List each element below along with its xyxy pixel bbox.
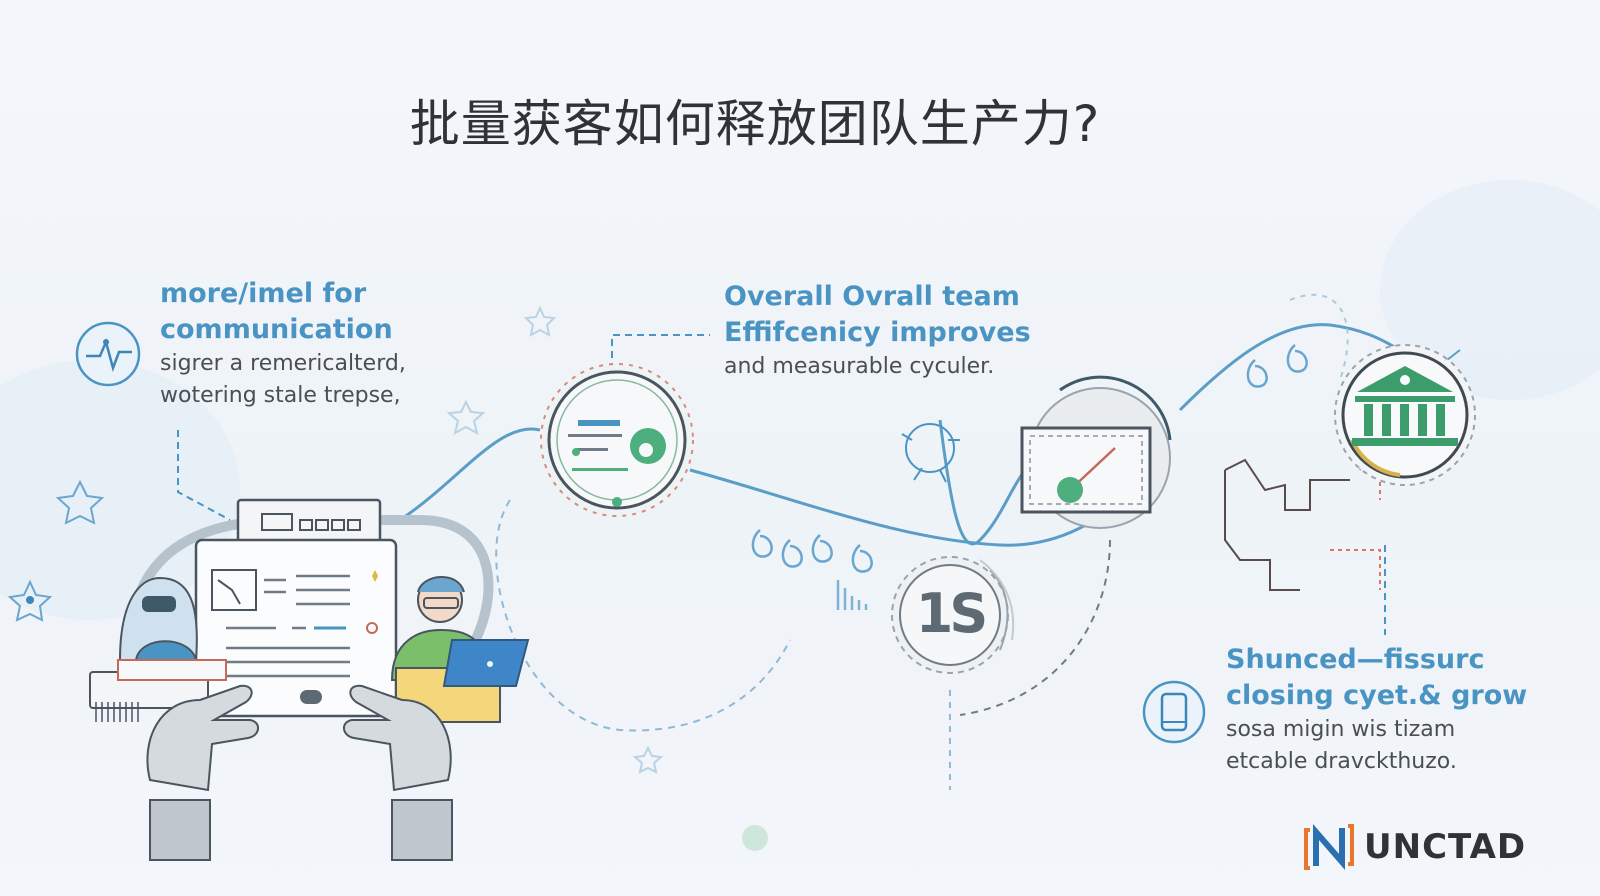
- block-heading-line: communication: [160, 314, 393, 345]
- logo-text: UNCTAD: [1364, 827, 1527, 867]
- block-body-line: wotering stale trepse,: [160, 383, 401, 408]
- block-body-line: etcable dravckthuzo.: [1226, 749, 1457, 774]
- document-gear-icon: [540, 363, 694, 517]
- block-heading-line: closing cyet.& grow: [1226, 680, 1528, 711]
- hero-device: [89, 498, 530, 861]
- flow-line: [1178, 323, 1401, 412]
- connector: [1289, 293, 1349, 381]
- flow-line: [399, 427, 541, 522]
- block-body-line: and measurable cyculer.: [724, 354, 995, 379]
- block-body-line: sosa migin wis tizam: [1226, 717, 1456, 742]
- phone-icon: [1142, 680, 1206, 744]
- dollar-badge-icon: [891, 556, 1015, 674]
- loop-decoration: [751, 344, 1308, 573]
- unctad-logo-mark-icon: [1304, 823, 1354, 871]
- text-block-closing-cycle: Shunced—fissurc closing cyet.& grow sosa…: [1226, 642, 1527, 778]
- bank-icon: [1334, 344, 1476, 486]
- flow-line: [938, 419, 1027, 546]
- block-heading-line: more/imel for: [160, 278, 367, 309]
- text-block-efficiency: Overall Ovrall team Effifcenicy improves…: [724, 279, 1031, 383]
- bar-wave: [836, 580, 868, 610]
- connector: [611, 334, 710, 370]
- robot-icon: [901, 423, 960, 483]
- block-heading-line: Shunced—fissurc: [1226, 644, 1485, 675]
- block-heading-line: Effifcenicy improves: [724, 317, 1031, 348]
- chart-icon: [1020, 375, 1172, 529]
- connector: [177, 430, 231, 521]
- page-title: 批量获客如何释放团队生产力?: [409, 95, 1101, 153]
- block-heading-line: Overall Ovrall team: [724, 281, 1020, 312]
- dot: [742, 825, 768, 851]
- circuit-line: [1224, 458, 1350, 591]
- dollar-badge-label: 1S: [915, 582, 988, 645]
- dot: [26, 596, 34, 604]
- text-block-communication: more/imel for communication sigrer a rem…: [160, 276, 406, 412]
- heartbeat-icon: [75, 321, 141, 387]
- connector: [959, 539, 1111, 716]
- block-body-line: sigrer a remericalterd,: [160, 351, 406, 376]
- star-icon: [7, 305, 664, 774]
- logo: UNCTAD: [1302, 822, 1526, 872]
- connector: [495, 499, 791, 732]
